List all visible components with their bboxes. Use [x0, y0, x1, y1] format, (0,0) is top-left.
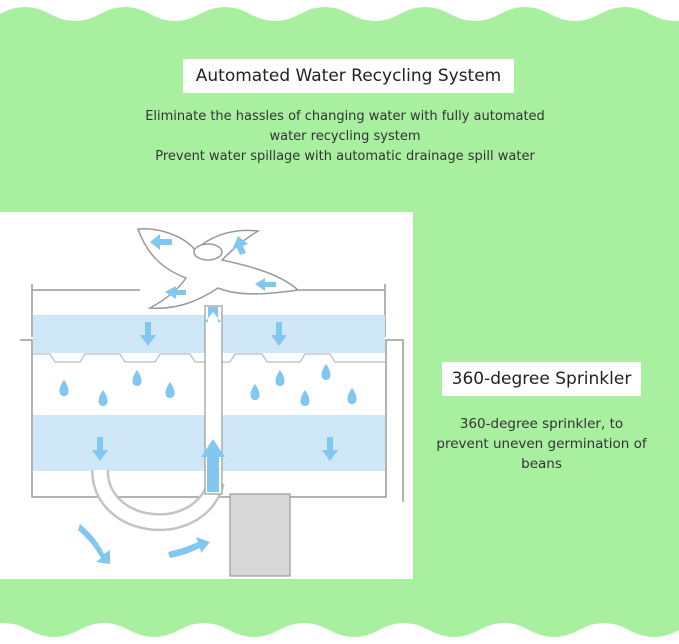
description-line: Prevent water spillage with automatic dr… — [155, 149, 535, 164]
water-recycling-diagram — [0, 212, 413, 579]
flow-arrows — [78, 234, 338, 564]
description-line: prevent uneven germination of — [436, 436, 647, 452]
description-line: 360-degree sprinkler, to — [459, 416, 624, 432]
water-droplets — [59, 364, 357, 406]
pump — [229, 493, 291, 577]
description-line: Eliminate the hassles of changing water … — [145, 109, 545, 124]
tray-zigzag-edge — [33, 353, 385, 363]
sprinkler-head — [136, 228, 300, 309]
description-line: beans — [521, 456, 562, 472]
container-outline — [20, 284, 404, 502]
section-title-water-recycling: Automated Water Recycling System — [183, 59, 514, 93]
description-line: water recycling system — [269, 129, 421, 144]
section-title-sprinkler: 360-degree Sprinkler — [442, 362, 641, 396]
water-recycling-description: Eliminate the hassles of changing water … — [120, 107, 570, 167]
sprinkler-description: 360-degree sprinkler, to prevent uneven … — [420, 414, 663, 474]
return-pipe-inner — [93, 469, 223, 529]
